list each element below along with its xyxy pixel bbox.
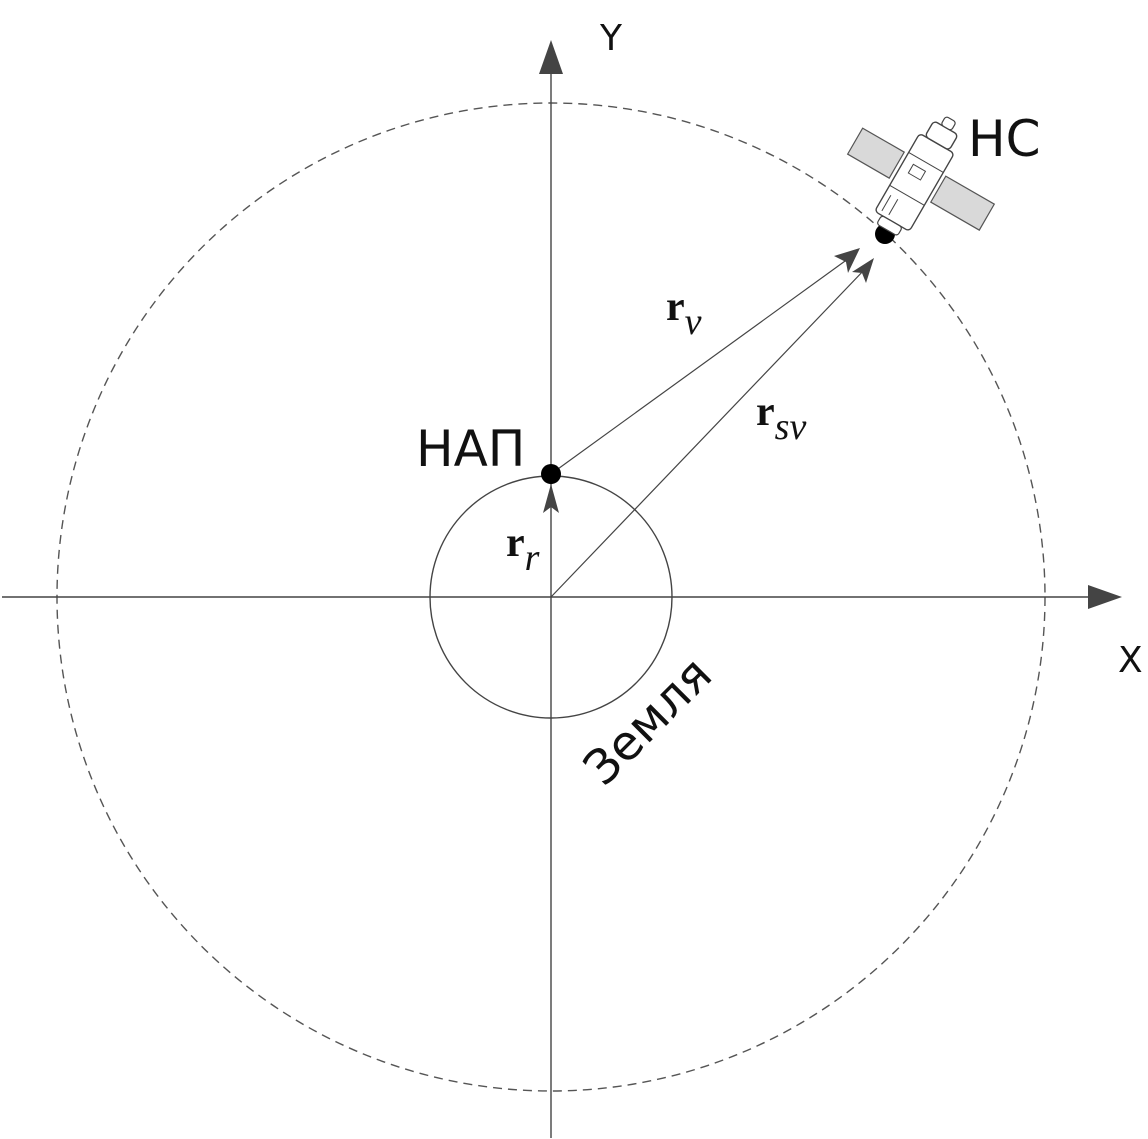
y-axis-arrowhead	[539, 40, 563, 74]
vector-r-v-main: r	[666, 284, 685, 330]
vector-r-v-label: rv	[666, 284, 702, 343]
vector-r-sv-line	[550, 267, 867, 598]
satellite-label: НС	[968, 110, 1041, 168]
vector-r-sv-label: rsv	[756, 389, 806, 448]
receiver-label: НАП	[416, 420, 525, 478]
x-axis-label: X	[1118, 640, 1143, 681]
vector-r-v-line	[550, 255, 853, 475]
vector-r-r-sub: r	[525, 537, 540, 579]
vector-r-sv-sub: sv	[775, 406, 807, 448]
y-axis-label: Y	[599, 18, 623, 59]
vector-r-r-main: r	[506, 520, 525, 566]
vector-r-sv-main: r	[756, 389, 775, 435]
vector-r-v-sub: v	[685, 301, 702, 343]
vector-r-r-label: rr	[506, 520, 540, 579]
x-axis-arrowhead	[1088, 585, 1122, 609]
satellite-icon	[846, 116, 996, 236]
vector-r-r-arrowhead	[543, 484, 559, 513]
vector-r-sv-arrowhead	[852, 258, 874, 283]
vector-r-v-arrowhead	[834, 248, 860, 273]
receiver-dot	[541, 464, 561, 484]
